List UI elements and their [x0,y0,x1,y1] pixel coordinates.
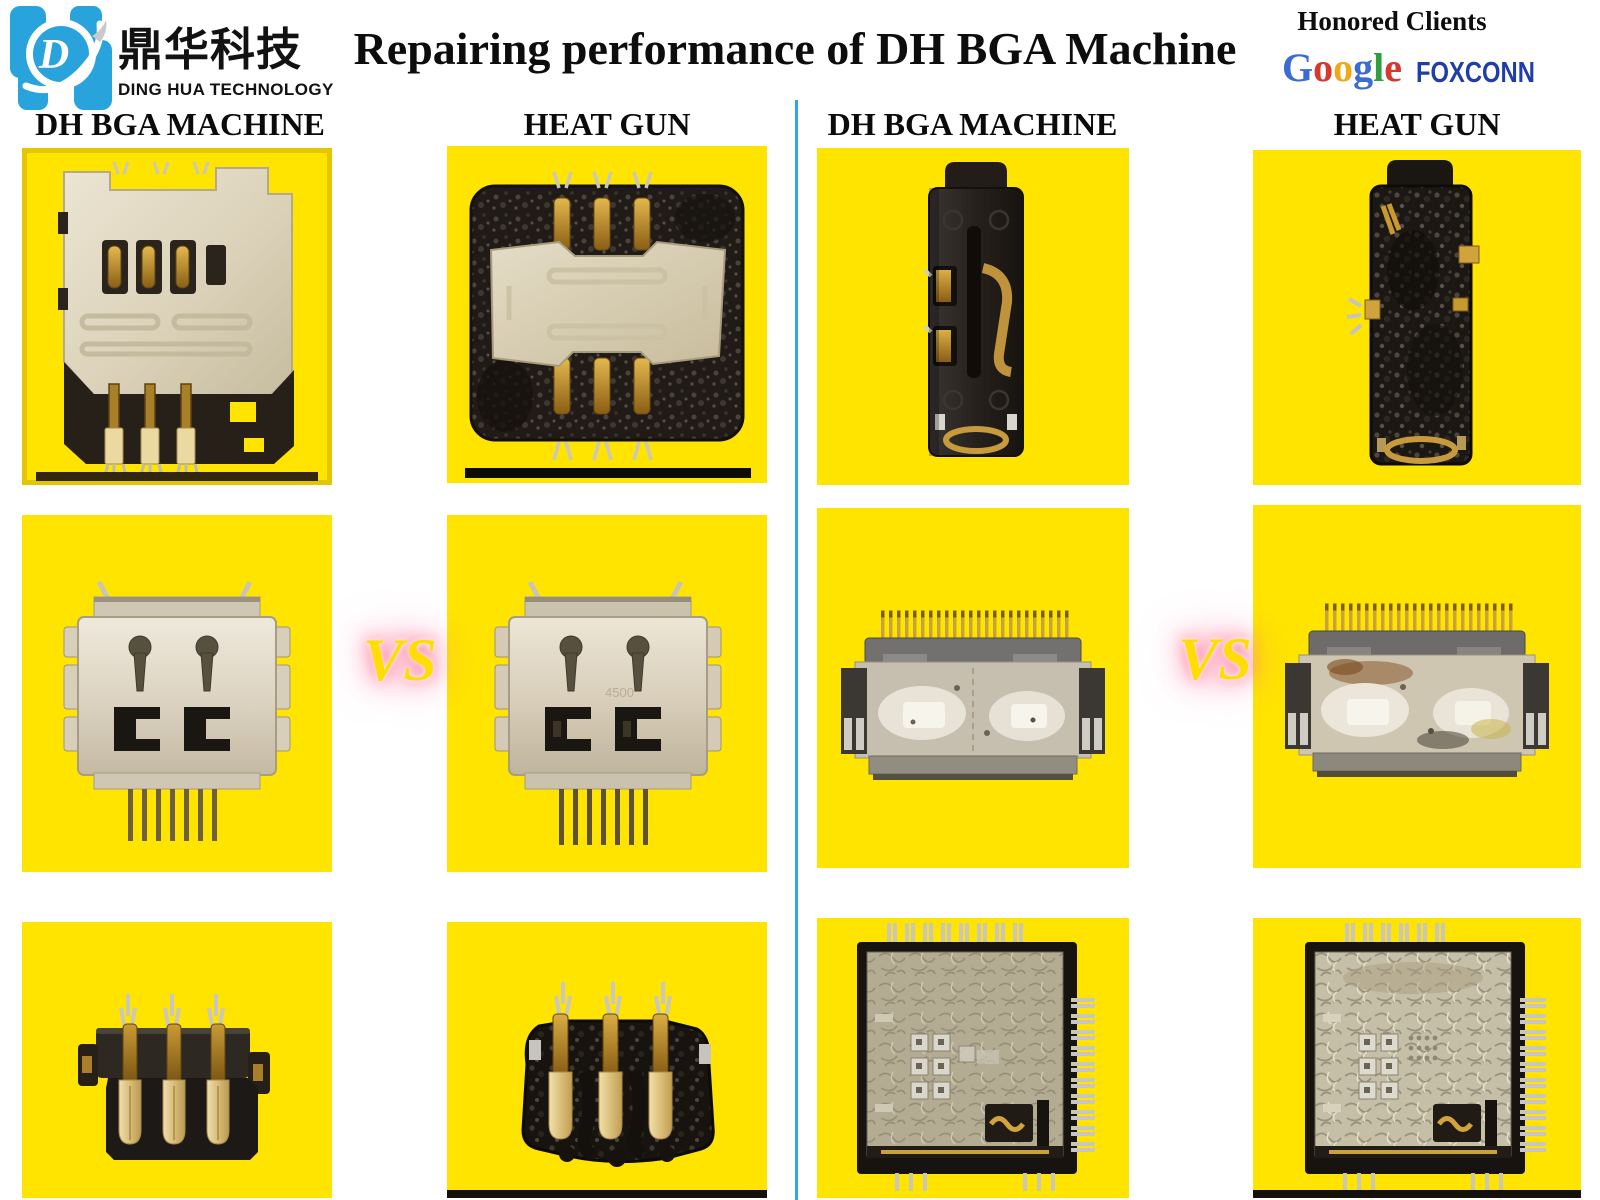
logo-chinese-name: 鼎华科技 [118,23,303,76]
memory-card-reader-burnt-photo [1305,923,1546,1191]
center-divider-line [795,100,798,1200]
photo-panel-micro-usb-dh-machine [22,515,332,872]
logo-english-name: DING HUA TECHNOLOGY [118,80,334,99]
column-header-dh-bga-machine-right: DH BGA MACHINE [827,106,1118,142]
battery-connector-burnt-photo [521,982,715,1167]
column-header-heat-gun-left: HEAT GUN [523,106,691,142]
photo-bottom-edge [1253,1190,1581,1198]
vs-badge-left: VS [314,590,486,730]
column-header-heat-gun-right: HEAT GUN [1333,106,1501,142]
svg-text:D: D [38,32,69,78]
google-logo: Google [1282,45,1403,90]
photo-panel-audio-jack-dh-machine [817,148,1129,485]
photo-panel-card-reader-dh-machine [817,918,1129,1198]
memory-card-reader-clean-photo [857,923,1095,1191]
column-header-dh-bga-machine-left: DH BGA MACHINE [35,106,325,142]
audio-jack-clean-photo [923,162,1024,457]
photo-panel-dock-connector-dh-machine [817,508,1129,868]
photo-panel-battery-connector-heat-gun [447,922,767,1198]
dock-connector-clean-photo [841,610,1105,780]
micro-usb-connector-clean-photo [63,580,291,841]
dock-connector-burnt-photo [1285,603,1549,777]
dinghua-logo-icon: D [10,6,112,110]
photo-panel-audio-jack-heat-gun [1253,150,1581,485]
photo-panel-sim-connector-heat-gun [447,146,767,483]
battery-connector-clean-photo [78,994,270,1160]
photo-panel-dock-connector-heat-gun [1253,505,1581,868]
photo-panel-battery-connector-dh-machine [22,922,332,1198]
audio-jack-burnt-photo [1346,160,1480,466]
page-title: Repairing performance of DH BGA Machine [353,23,1237,74]
sim-card-connector-burnt-photo [465,171,751,478]
vs-badge-right: VS [1128,588,1302,730]
photo-panel-sim-connector-dh-machine [22,148,332,485]
photo-panel-micro-usb-heat-gun: 4500 [447,515,767,872]
photo-panel-card-reader-heat-gun [1253,918,1581,1198]
svg-text:4500: 4500 [605,685,634,700]
honored-clients-label: Honored Clients [1297,6,1487,36]
sim-card-connector-clean-photo [36,161,318,481]
photo-bottom-edge [447,1190,767,1198]
micro-usb-connector-heatgun-photo: 4500 [494,580,722,845]
dinghua-logo-text: 鼎华科技 DING HUA TECHNOLOGY [118,24,338,100]
foxconn-logo: FOXCONN [1416,57,1535,89]
